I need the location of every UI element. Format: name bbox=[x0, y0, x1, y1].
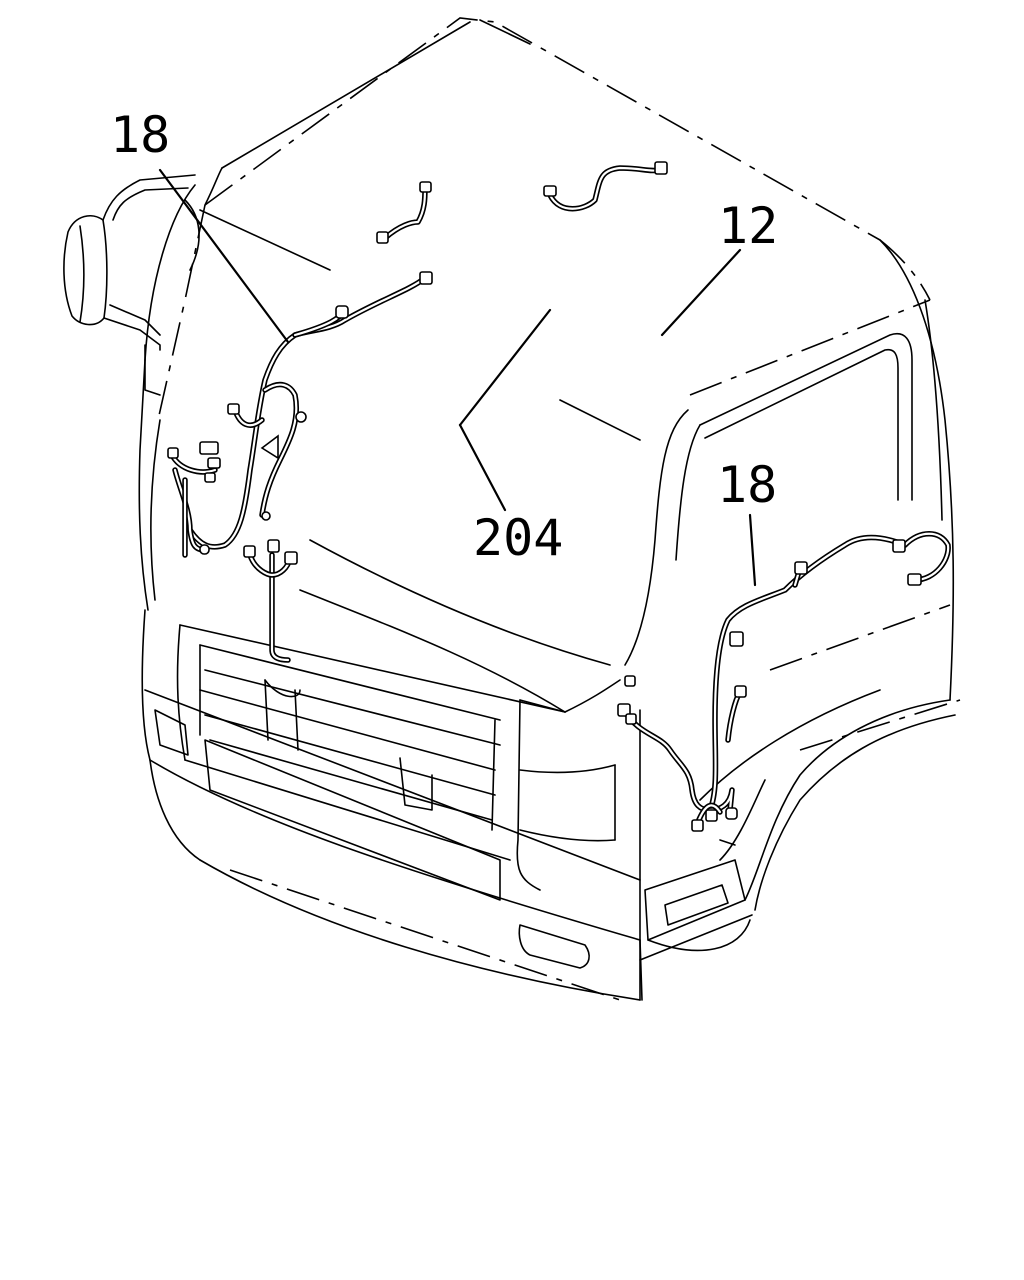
callout-harness-hood: 204 bbox=[473, 509, 563, 567]
callout-harness-roof: 12 bbox=[718, 197, 778, 255]
callout-leaders bbox=[158, 168, 757, 587]
harness-connectors bbox=[167, 161, 922, 832]
callout-harness-left: 18 bbox=[110, 106, 170, 164]
cab-outline bbox=[63, 17, 961, 1001]
harness-wires bbox=[169, 165, 951, 825]
callout-harness-right: 18 bbox=[717, 456, 777, 514]
